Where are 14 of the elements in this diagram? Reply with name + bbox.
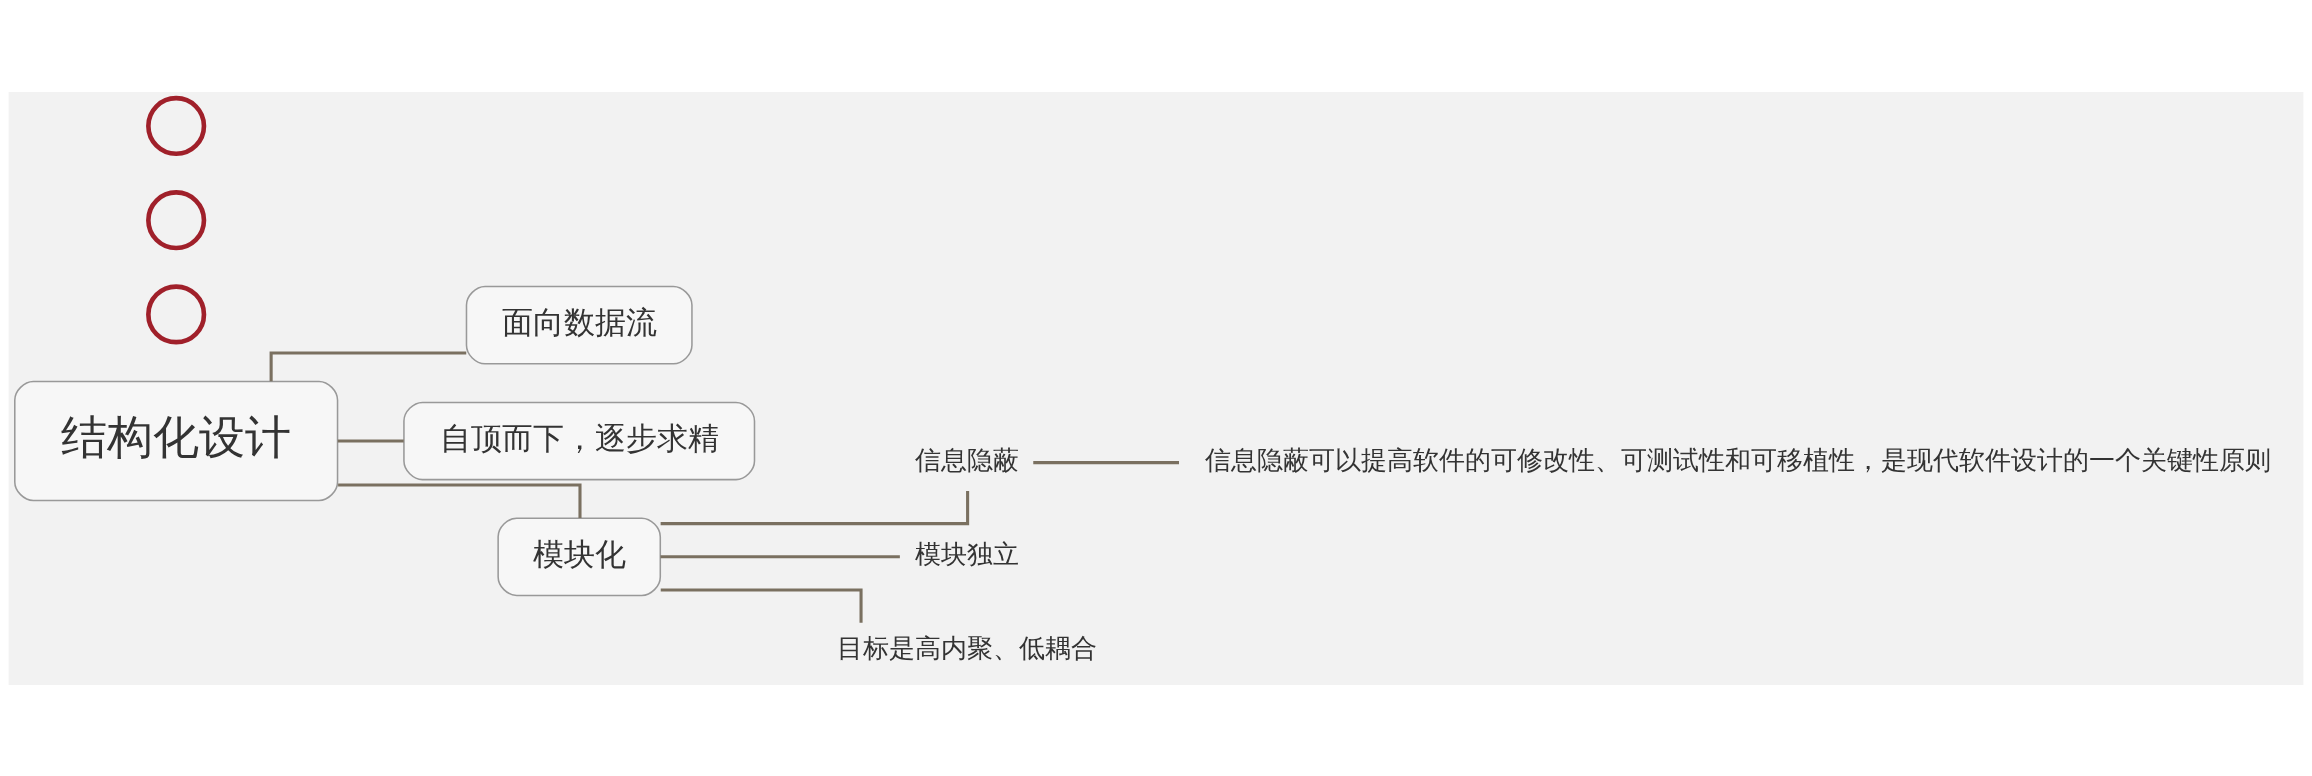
node-box: 自顶而下，逐步求精 bbox=[403, 401, 756, 480]
node-box: 模块化 bbox=[497, 516, 662, 596]
node-text: 目标是高内聚、低耦合 bbox=[836, 632, 1097, 663]
node-box: 面向数据流 bbox=[465, 285, 693, 365]
node-circle bbox=[146, 283, 207, 344]
connector bbox=[660, 554, 900, 558]
node-text: 信息隐蔽可以提高软件的可修改性、可测试性和可移植性，是现代软件设计的一个关键性原则 bbox=[1205, 444, 2272, 475]
connector bbox=[337, 438, 404, 443]
node-text: 信息隐蔽 bbox=[914, 444, 1019, 475]
node-text: 模块独立 bbox=[914, 538, 1019, 569]
connector bbox=[1033, 460, 1179, 464]
node-circle bbox=[146, 95, 207, 156]
node-box: 结构化设计 bbox=[14, 380, 339, 501]
node-circle bbox=[146, 189, 207, 250]
